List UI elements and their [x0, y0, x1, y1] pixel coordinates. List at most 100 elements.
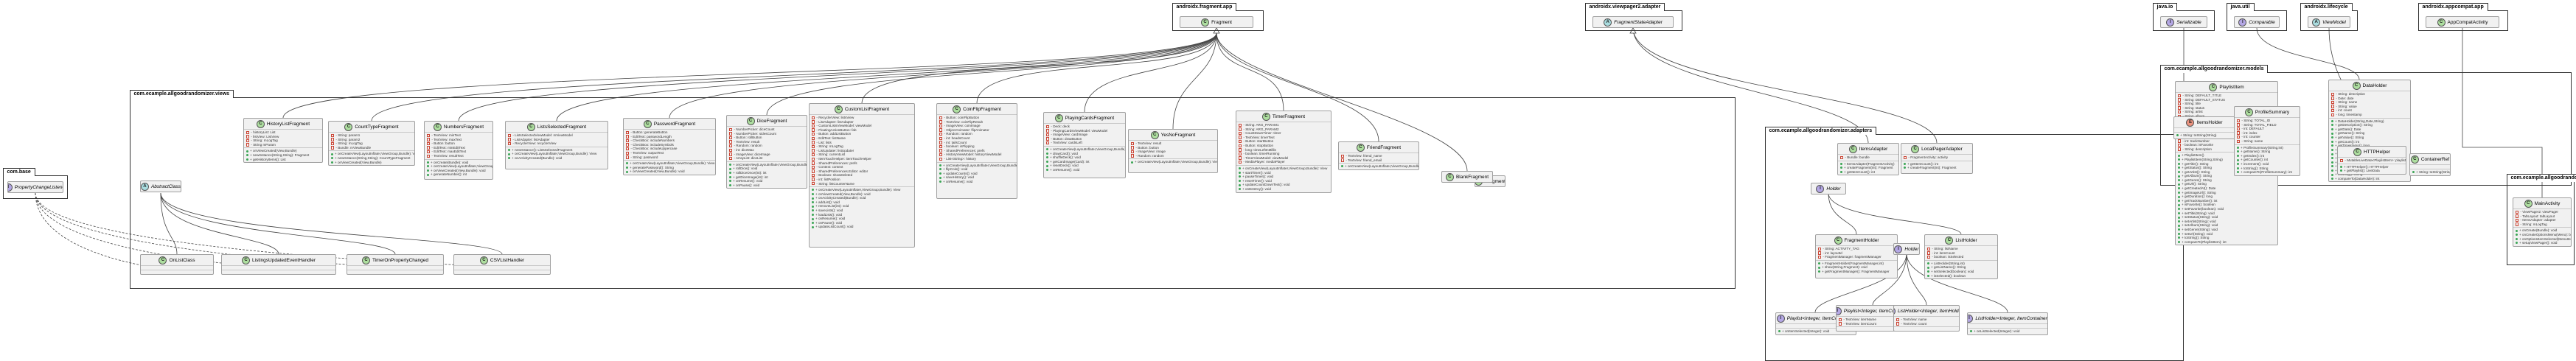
- method: + onViewCreated(View,Bundle): void: [626, 169, 713, 174]
- visibility-icon: [246, 130, 250, 134]
- method: + onViewCreated(View,Bundle): [246, 149, 320, 153]
- member-text: - listView: ListView: [251, 134, 279, 139]
- member-text: - EditText: maxEditText: [431, 150, 467, 154]
- class-kind-icon: C: [1356, 143, 1365, 152]
- visibility-icon: [729, 164, 731, 167]
- method: + increment(): void: [2237, 162, 2297, 167]
- visibility-icon: [812, 165, 815, 169]
- member-text: + getCounter(): int: [2241, 158, 2269, 162]
- class-name: TimerOnPropertyChanged: [372, 257, 428, 263]
- visibility-icon: [331, 133, 335, 137]
- visibility-icon: [427, 165, 429, 168]
- member-text: - ObjectAnimator: flipAnimator: [944, 127, 989, 132]
- class-kind-icon: I: [1894, 245, 1903, 253]
- field: - CheckBox: includeNumbers: [626, 139, 713, 143]
- member-text: - int: headsCount: [944, 136, 970, 140]
- package-java-util: java.util: [2226, 3, 2287, 31]
- field: - MutableLiveData<PlaylistItem>: playlis…: [2340, 158, 2406, 163]
- field: - boolean: isFavorite: [2178, 143, 2275, 147]
- package-activities: com.ecample.allgoodrandomizer: [2506, 174, 2576, 265]
- member-text: - List<String>: history: [944, 156, 976, 161]
- class-fields: - RecyclerView: listsView- ListAdapter: …: [810, 115, 914, 188]
- class-fields: - String: ARG_PARAM1- String: ARG_PARAM2…: [1236, 122, 1331, 166]
- class-kind-icon: C: [2352, 81, 2361, 90]
- member-text: - Button: startButton: [1243, 139, 1274, 144]
- class-fields: - TextView: result- Button: button- Imag…: [1129, 141, 1217, 160]
- visibility-icon: [812, 124, 815, 128]
- visibility-icon: [1927, 255, 1931, 259]
- member-text: + setTitle(String): void: [2182, 211, 2215, 215]
- visibility-icon: [2178, 106, 2182, 110]
- member-text: - SharedPreferences.Editor: editor: [816, 169, 868, 173]
- class-kind-icon: C: [953, 105, 961, 113]
- field: - int: DEFAULT: [2237, 127, 2297, 131]
- visibility-icon: [246, 158, 248, 161]
- member-text: - ImageView: image: [1135, 150, 1166, 154]
- member-text: - String: mLogTag: [2520, 222, 2547, 226]
- field: - String: artist: [2178, 110, 2275, 114]
- field: - String: TOTAL_ID: [2237, 119, 2297, 123]
- class-fields: - NumberPicker: diceCount- NumberPicker:…: [727, 127, 807, 162]
- method: + getCreatedAt(): Date: [2178, 186, 2275, 191]
- field: - listView: ListView: [246, 135, 320, 139]
- class-name: ListsSelectedFragment: [537, 124, 587, 130]
- field: - TimerViewModel: viewModel: [1239, 156, 1329, 161]
- class-fields: [141, 266, 213, 270]
- member-text: - TextView: resultText: [431, 153, 464, 158]
- visibility-icon: [1046, 161, 1048, 164]
- visibility-icon: [939, 144, 943, 149]
- method: + getDate(): Date: [2331, 127, 2408, 132]
- field: - Button: generateButton: [626, 130, 713, 135]
- visibility-icon: [246, 154, 248, 157]
- class-kind-icon: C: [2524, 199, 2533, 208]
- visibility-icon: [2178, 211, 2180, 214]
- member-text: - long: timeLeftInMillis: [1243, 147, 1276, 152]
- visibility-icon: [626, 170, 628, 173]
- member-text: + onViewCreated(View,Bundle): [335, 160, 382, 164]
- member-text: - String: listName: [1932, 247, 1958, 250]
- method: + String: toString(String): [2412, 170, 2450, 175]
- class-fields: - ViewPager2: viewPager- TabLayout: tabL…: [2513, 209, 2571, 228]
- method: + setupViewPager(): void: [2516, 241, 2569, 245]
- field: - Button: addListButton: [812, 132, 912, 136]
- visibility-icon: [2178, 216, 2180, 219]
- member-text: + flipCoin(): void: [943, 167, 968, 172]
- class-kind-icon: C: [2437, 18, 2446, 27]
- method: + getCounter(): int: [2237, 158, 2297, 162]
- member-text: + show(String,Fragment): void: [1822, 265, 1867, 270]
- member-text: - int: trackNumber: [2182, 139, 2210, 143]
- visibility-icon: [508, 141, 512, 146]
- visibility-icon: [427, 154, 431, 158]
- member-text: - int: counter: [2241, 135, 2260, 139]
- class-name: PlayingCardsFragment: [1065, 115, 1115, 121]
- member-text: + onCreateView(LayoutInflater,ViewGroup,…: [1135, 160, 1218, 164]
- field: - TabLayout: tabLayout: [2516, 214, 2569, 219]
- visibility-icon: [812, 157, 815, 161]
- method: + getValue(): String: [2331, 136, 2408, 140]
- member-text: + onCreateView(LayoutInflater,ViewGroup,…: [1050, 147, 1126, 151]
- visibility-icon: [2237, 127, 2241, 131]
- visibility-icon: [2178, 147, 2182, 151]
- visibility-icon: [508, 138, 512, 141]
- field: - String: mLogTag: [812, 144, 912, 149]
- class-methods: + HTTPHelper(): HTTPHelper+ getPlaylist(…: [2338, 164, 2406, 174]
- member-text: + toString(): String: [2335, 172, 2363, 177]
- member-text: + getPlaylist(): LiveData: [2344, 169, 2380, 173]
- method: + getPlaylist(): LiveData: [2340, 169, 2403, 173]
- member-text: - ImageView: cardImage: [1051, 133, 1088, 137]
- visibility-icon: [1896, 322, 1900, 326]
- member-text: - Bundle: bundle: [1845, 155, 1870, 159]
